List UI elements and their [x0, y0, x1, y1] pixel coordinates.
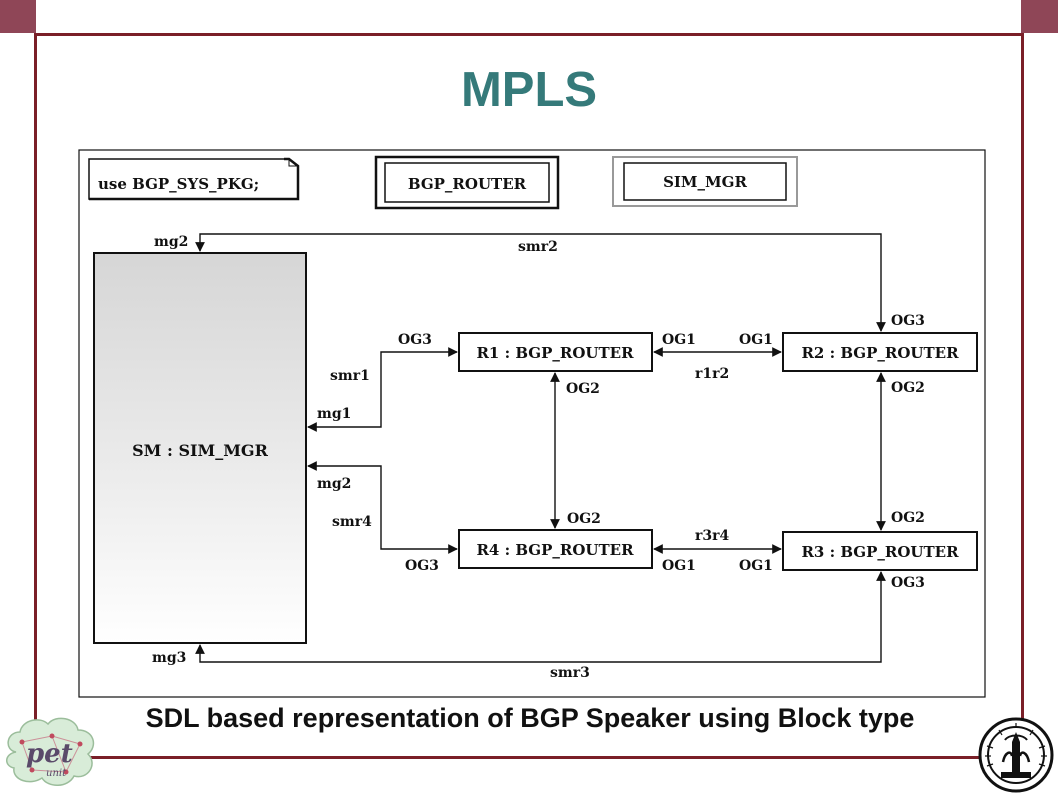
gate-label: OG3 [891, 313, 925, 329]
channel-label-smr2: smr2 [518, 239, 558, 255]
block-sm-label: SM : SIM_MGR [132, 441, 268, 460]
gate-label: OG2 [891, 510, 925, 526]
gate-label: OG1 [739, 332, 773, 348]
block-r2-label: R2 : BGP_ROUTER [801, 344, 959, 362]
package-reference-label: use BGP_SYS_PKG; [98, 175, 259, 193]
gate-label: OG1 [662, 558, 696, 574]
gate-label: OG1 [662, 332, 696, 348]
block-type-sim-mgr: SIM_MGR [612, 156, 798, 207]
channel-label-r3r4: r3r4 [695, 528, 729, 544]
gate-label: OG2 [567, 511, 601, 527]
logo-text: pet [26, 739, 73, 769]
gate-label: OG2 [891, 380, 925, 396]
block-r3 [782, 531, 978, 571]
channel-label-smr3: smr3 [550, 665, 590, 681]
gate-label: OG3 [891, 575, 925, 591]
block-r4 [458, 529, 653, 569]
block-r1 [458, 332, 653, 372]
block-type-bgp-router: BGP_ROUTER [374, 155, 560, 210]
bottom-divider [34, 756, 1024, 759]
gate-label: OG3 [405, 558, 439, 574]
channel-label-smr4: smr4 [332, 514, 372, 530]
block-r1-label: R1 : BGP_ROUTER [476, 344, 634, 362]
slide-title: MPLS [460, 63, 598, 117]
channel-smr3 [195, 571, 886, 663]
gate-label: mg1 [317, 406, 351, 422]
corner-decoration-left [0, 0, 36, 33]
gate-label: OG2 [566, 381, 600, 397]
block-r2 [782, 332, 978, 372]
gate-label: OG3 [398, 332, 432, 348]
institute-emblem [978, 717, 1054, 793]
block-type-label: BGP_ROUTER [408, 175, 527, 193]
pet-unit-logo: pet unit [6, 717, 95, 786]
gate-label: mg2 [154, 234, 188, 250]
package-reference: use BGP_SYS_PKG; [88, 157, 300, 201]
gate-label: mg3 [152, 650, 186, 666]
channel-label-smr1: smr1 [330, 368, 370, 384]
gate-label: OG1 [739, 558, 773, 574]
block-type-label: SIM_MGR [663, 173, 747, 191]
channel-smr1 [307, 347, 458, 432]
corner-decoration-right [1021, 0, 1058, 33]
channel-smr2 [195, 233, 886, 332]
block-r3-label: R3 : BGP_ROUTER [801, 543, 959, 561]
channel-label-r1r2: r1r2 [695, 366, 729, 382]
block-r4-label: R4 : BGP_ROUTER [476, 541, 634, 559]
logo-subtext: unit [46, 768, 67, 779]
gate-label: mg2 [317, 476, 351, 492]
figure-caption: SDL based representation of BGP Speaker … [145, 703, 915, 733]
slide-frame [34, 33, 1024, 758]
channel-smr4 [307, 461, 458, 554]
